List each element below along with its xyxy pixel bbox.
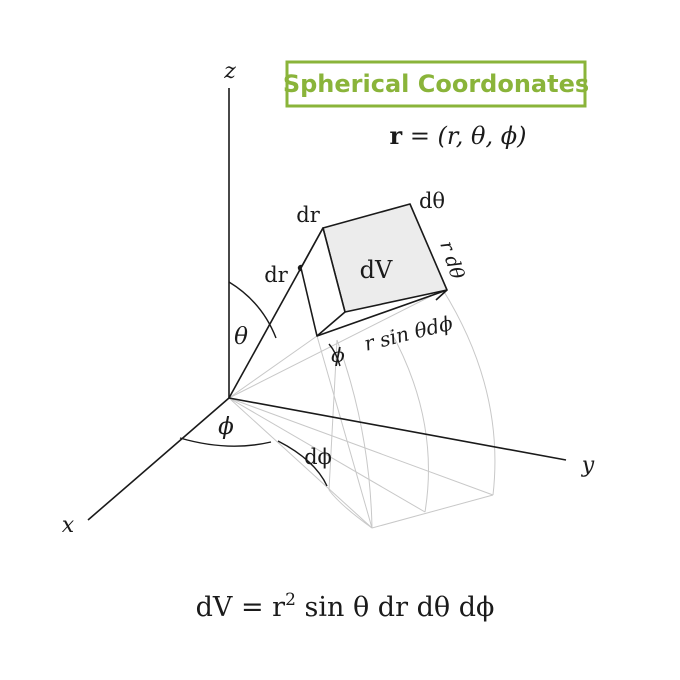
d-phi-arc — [277, 440, 328, 487]
x-axis-label: x — [62, 513, 75, 538]
z-axis-label: z — [223, 59, 236, 84]
ray-to-box-corner — [228, 289, 444, 399]
shell-mid-arc — [389, 329, 429, 513]
x-axis — [87, 397, 230, 521]
dV-label: dV — [360, 256, 393, 284]
ray-to-shell-c — [228, 397, 426, 513]
phi-arc — [179, 437, 272, 447]
volume-right-edge — [435, 289, 448, 301]
dr-top-label: dr — [296, 203, 320, 227]
y-axis — [228, 397, 567, 461]
shell-outer-arc — [442, 289, 496, 496]
phi-small-arc — [328, 343, 341, 367]
volume-element — [300, 203, 448, 337]
theta-label: θ — [234, 324, 248, 350]
shell-edge-left — [328, 339, 338, 491]
formula-lhs: dV = r — [196, 592, 286, 623]
ray-to-box-bottom — [228, 335, 318, 399]
d-phi-label: dϕ — [304, 445, 332, 469]
position-vector-label: r = (r, θ, ϕ) — [390, 121, 527, 150]
title-badge-frame — [285, 60, 587, 108]
y-axis-label: y — [581, 453, 595, 478]
shell-inner-curve — [328, 489, 373, 529]
ray-to-shell-b — [228, 397, 373, 529]
r-sin-theta-d-phi-label: r sin θdϕ — [362, 311, 456, 356]
shell-inner-arc — [336, 339, 373, 529]
axes — [87, 88, 567, 521]
title-text: Spherical Coordonates — [283, 70, 589, 98]
dr-mid-label: dr — [264, 263, 288, 287]
title-badge: Spherical Coordonates — [283, 60, 589, 108]
ray-to-shell-a — [228, 397, 494, 496]
position-vector-rest: = (r, θ, ϕ) — [402, 122, 526, 150]
volume-bottom-edge — [316, 289, 448, 337]
box-drop-line — [316, 335, 373, 529]
angle-arcs — [179, 281, 341, 487]
d-theta-top-label: dθ — [419, 189, 445, 213]
construction-lines — [228, 289, 496, 529]
shell-bottom-edge — [371, 494, 494, 529]
position-vector-bold: r — [390, 121, 403, 150]
formula-exponent: 2 — [285, 590, 296, 610]
formula-rhs: sin θ dr dθ dϕ — [296, 592, 494, 623]
phi-base-label: ϕ — [218, 414, 234, 440]
phi-small-label: ϕ — [331, 343, 345, 367]
volume-formula: dV = r2 sin θ dr dθ dϕ — [196, 590, 495, 623]
theta-arc — [228, 281, 277, 339]
